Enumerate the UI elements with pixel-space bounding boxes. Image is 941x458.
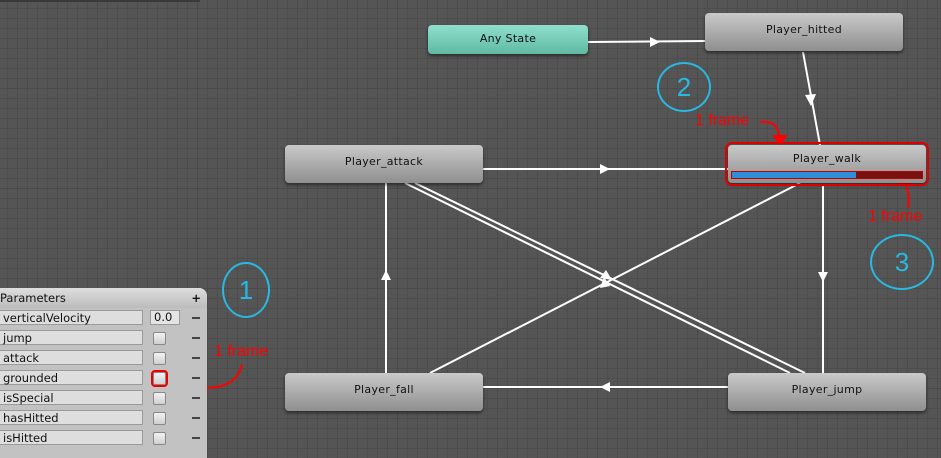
state-player-jump[interactable]: Player_jump bbox=[728, 373, 926, 411]
arrow-icon bbox=[818, 272, 828, 282]
remove-parameter-button[interactable] bbox=[192, 397, 200, 399]
arrow-icon bbox=[600, 277, 610, 288]
parameter-checkbox[interactable] bbox=[153, 412, 166, 425]
arrow-icon bbox=[805, 94, 816, 106]
annotation-circle-3: 3 bbox=[870, 234, 934, 290]
state-player-fall[interactable]: Player_fall bbox=[285, 373, 483, 411]
top-panel-edge bbox=[0, 0, 200, 2]
parameter-name[interactable]: hasHitted bbox=[0, 410, 143, 425]
annotation-note: 1 frame bbox=[214, 343, 269, 360]
parameter-row: attack bbox=[0, 348, 207, 368]
transition-walk-fall[interactable] bbox=[429, 182, 801, 374]
annotation-arrow bbox=[904, 181, 910, 209]
parameter-row: hasHitted bbox=[0, 408, 207, 428]
parameters-title: Parameters bbox=[0, 291, 66, 305]
state-player-attack[interactable]: Player_attack bbox=[285, 145, 483, 183]
remove-parameter-button[interactable] bbox=[192, 417, 200, 419]
arrow-icon bbox=[600, 270, 612, 280]
remove-parameter-button[interactable] bbox=[192, 337, 200, 339]
parameter-name[interactable]: attack bbox=[0, 350, 143, 365]
parameter-row: isSpecial bbox=[0, 388, 207, 408]
arrow-icon bbox=[381, 270, 391, 280]
parameter-row: isHitted bbox=[0, 428, 207, 448]
parameter-row: grounded bbox=[0, 368, 207, 388]
parameter-checkbox[interactable] bbox=[153, 352, 166, 365]
parameter-row: jump bbox=[0, 328, 207, 348]
state-player-walk[interactable]: Player_walk bbox=[725, 142, 929, 186]
arrow-icon bbox=[650, 37, 660, 47]
annotation-note: 1 frame bbox=[868, 208, 923, 225]
remove-parameter-button[interactable] bbox=[192, 317, 200, 319]
remove-parameter-button[interactable] bbox=[192, 377, 200, 379]
transition-any-hitted[interactable] bbox=[587, 40, 706, 43]
arrow-icon bbox=[600, 164, 610, 174]
annotation-circle-2: 2 bbox=[657, 62, 711, 112]
state-any-state[interactable]: Any State bbox=[428, 25, 588, 54]
add-parameter-button[interactable]: + bbox=[191, 291, 201, 305]
parameter-float-input[interactable]: 0.0 bbox=[150, 310, 180, 325]
annotation-circle-1: 1 bbox=[222, 262, 270, 318]
parameter-name[interactable]: isSpecial bbox=[0, 390, 143, 405]
annotation-note: 1 frame bbox=[695, 112, 750, 129]
parameters-panel: Parameters + verticalVelocity 0.0 jump att… bbox=[0, 288, 207, 458]
parameter-checkbox[interactable] bbox=[153, 432, 166, 445]
state-player-hitted[interactable]: Player_hitted bbox=[705, 13, 903, 51]
arrow-icon bbox=[600, 382, 610, 392]
parameter-row: verticalVelocity 0.0 bbox=[0, 308, 207, 328]
parameter-checkbox[interactable] bbox=[153, 392, 166, 405]
state-label: Player_walk bbox=[792, 152, 862, 165]
remove-parameter-button[interactable] bbox=[192, 357, 200, 359]
parameter-checkbox[interactable] bbox=[153, 332, 166, 345]
parameter-name[interactable]: verticalVelocity bbox=[0, 310, 143, 325]
parameter-name[interactable]: jump bbox=[0, 330, 143, 345]
arrow-icon bbox=[772, 135, 788, 146]
state-progress-bar bbox=[731, 171, 923, 179]
remove-parameter-button[interactable] bbox=[192, 437, 200, 439]
progress-fill bbox=[732, 172, 856, 178]
parameter-name[interactable]: isHitted bbox=[0, 430, 143, 445]
transition-attack-jump-a[interactable] bbox=[404, 182, 791, 374]
parameter-checkbox[interactable] bbox=[151, 370, 168, 387]
parameter-name[interactable]: grounded bbox=[0, 370, 143, 385]
